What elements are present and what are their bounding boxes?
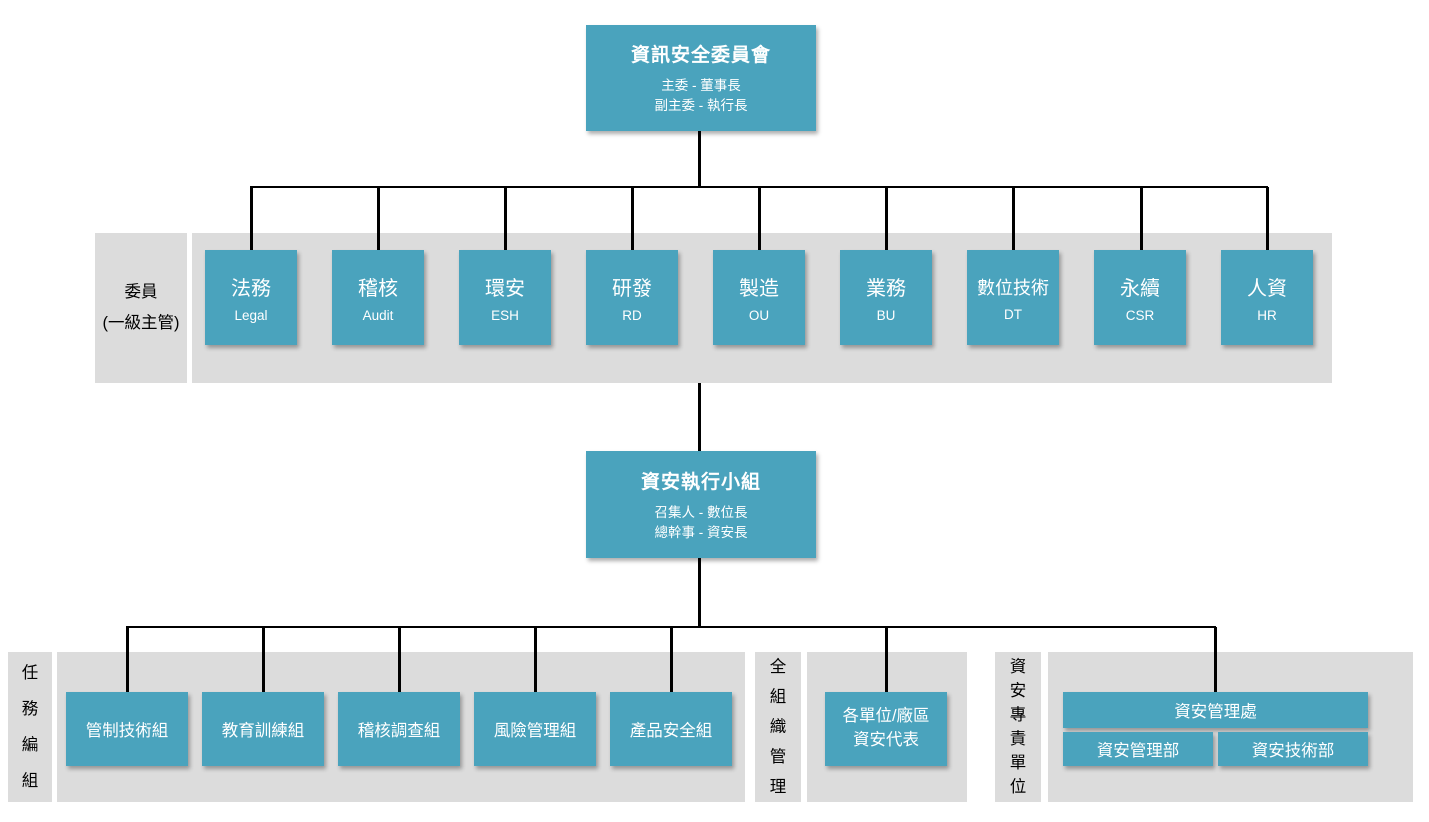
committee-box-legal: 法務 Legal bbox=[205, 250, 297, 345]
team-box-product-security: 產品安全組 bbox=[610, 692, 732, 766]
division-name: 資安管理處 bbox=[1174, 703, 1257, 721]
executive-box-security-task-force: 資安執行小組 召集人 - 數位長 總幹事 - 資安長 bbox=[586, 451, 816, 558]
rep-box-line2: 資安代表 bbox=[853, 731, 919, 749]
team-name: 稽核調查組 bbox=[357, 722, 441, 740]
executive-box-subtitle-1: 召集人 - 數位長 bbox=[654, 504, 748, 520]
member-abbr: HR bbox=[1257, 308, 1277, 323]
committee-box-ou: 製造 OU bbox=[713, 250, 805, 345]
committee-box-dt: 數位技術 DT bbox=[967, 250, 1059, 345]
task-section-label-text: 任務編組 bbox=[21, 664, 39, 790]
member-name: 人資 bbox=[1247, 278, 1287, 300]
member-abbr: BU bbox=[876, 308, 896, 323]
root-box-subtitle-1: 主委 - 董事長 bbox=[661, 78, 741, 94]
connector-band-to-exec bbox=[698, 383, 701, 451]
team-name: 風險管理組 bbox=[493, 722, 577, 740]
connector-drop-reps bbox=[885, 627, 888, 692]
executive-box-subtitle-2: 總幹事 - 資安長 bbox=[654, 524, 748, 540]
committee-label-line2: (一級主管) bbox=[102, 314, 180, 332]
dedicated-section-label-text: 資安專責單位 bbox=[1009, 658, 1027, 796]
connector-exec-drop bbox=[698, 558, 701, 627]
team-box-education-training: 教育訓練組 bbox=[202, 692, 324, 766]
connector-drop-team2 bbox=[262, 627, 265, 692]
committee-row-label: 委員 (一級主管) bbox=[95, 233, 187, 383]
connector-drop-team5 bbox=[670, 627, 673, 692]
committee-box-hr: 人資 HR bbox=[1221, 250, 1313, 345]
member-abbr: OU bbox=[748, 308, 770, 323]
committee-box-bu: 業務 BU bbox=[840, 250, 932, 345]
connector-drop-esh bbox=[504, 187, 507, 250]
dedicated-section-label: 資安專責單位 bbox=[995, 652, 1041, 802]
root-box-title: 資訊安全委員會 bbox=[630, 45, 771, 67]
connector-drop-team4 bbox=[534, 627, 537, 692]
member-name: 法務 bbox=[231, 278, 271, 300]
dept-name: 資安管理部 bbox=[1096, 742, 1180, 760]
security-management-dept-box: 資安管理部 bbox=[1063, 732, 1213, 766]
member-name: 環安 bbox=[485, 278, 525, 300]
committee-box-rd: 研發 RD bbox=[586, 250, 678, 345]
member-abbr: CSR bbox=[1125, 308, 1155, 323]
root-box-subtitle-2: 副主委 - 執行長 bbox=[654, 98, 748, 113]
team-box-risk-management: 風險管理組 bbox=[474, 692, 596, 766]
security-representatives-box: 各單位/廠區 資安代表 bbox=[825, 692, 947, 766]
connector-drop-legal bbox=[250, 187, 253, 250]
org-wide-section-label: 全組織管理 bbox=[755, 652, 801, 802]
committee-label-line1: 委員 bbox=[124, 283, 158, 302]
connector-drop-bu bbox=[885, 187, 888, 250]
connector-drop-division bbox=[1214, 627, 1217, 692]
connector-drop-team3 bbox=[398, 627, 401, 692]
org-wide-section-label-text: 全組織管理 bbox=[769, 658, 787, 796]
connector-drop-dt bbox=[1012, 187, 1015, 250]
member-abbr: DT bbox=[1004, 306, 1022, 322]
connector-drop-csr bbox=[1140, 187, 1143, 250]
connector-drop-team1 bbox=[126, 627, 129, 692]
security-management-division-box: 資安管理處 bbox=[1063, 692, 1368, 728]
connector-drop-ou bbox=[758, 187, 761, 250]
team-name: 產品安全組 bbox=[629, 722, 713, 740]
member-abbr: Legal bbox=[234, 308, 268, 323]
security-technology-dept-box: 資安技術部 bbox=[1218, 732, 1368, 766]
dept-name: 資安技術部 bbox=[1251, 742, 1335, 760]
team-box-control-tech: 管制技術組 bbox=[66, 692, 188, 766]
executive-box-title: 資安執行小組 bbox=[640, 471, 761, 493]
member-name: 研發 bbox=[612, 278, 652, 300]
connector-drop-hr bbox=[1266, 187, 1269, 250]
team-box-audit-investigation: 稽核調查組 bbox=[338, 692, 460, 766]
root-box-info-security-committee: 資訊安全委員會 主委 - 董事長 副主委 - 執行長 bbox=[586, 25, 816, 131]
task-section-label: 任務編組 bbox=[8, 652, 52, 802]
committee-box-csr: 永續 CSR bbox=[1094, 250, 1186, 345]
team-name: 教育訓練組 bbox=[221, 722, 305, 740]
member-name: 業務 bbox=[866, 278, 906, 300]
committee-box-audit: 稽核 Audit bbox=[332, 250, 424, 345]
rep-box-line1: 各單位/廠區 bbox=[842, 707, 930, 726]
connector-drop-audit bbox=[377, 187, 380, 250]
connector-root-drop bbox=[698, 131, 701, 187]
member-abbr: ESH bbox=[491, 308, 519, 323]
committee-box-esh: 環安 ESH bbox=[459, 250, 551, 345]
team-name: 管制技術組 bbox=[85, 722, 169, 740]
connector-drop-rd bbox=[631, 187, 634, 250]
member-abbr: Audit bbox=[362, 308, 394, 323]
member-name: 製造 bbox=[739, 278, 779, 300]
member-name: 永續 bbox=[1120, 278, 1160, 300]
member-abbr: RD bbox=[622, 308, 642, 323]
member-name: 稽核 bbox=[358, 278, 398, 300]
member-name: 數位技術 bbox=[977, 277, 1049, 298]
